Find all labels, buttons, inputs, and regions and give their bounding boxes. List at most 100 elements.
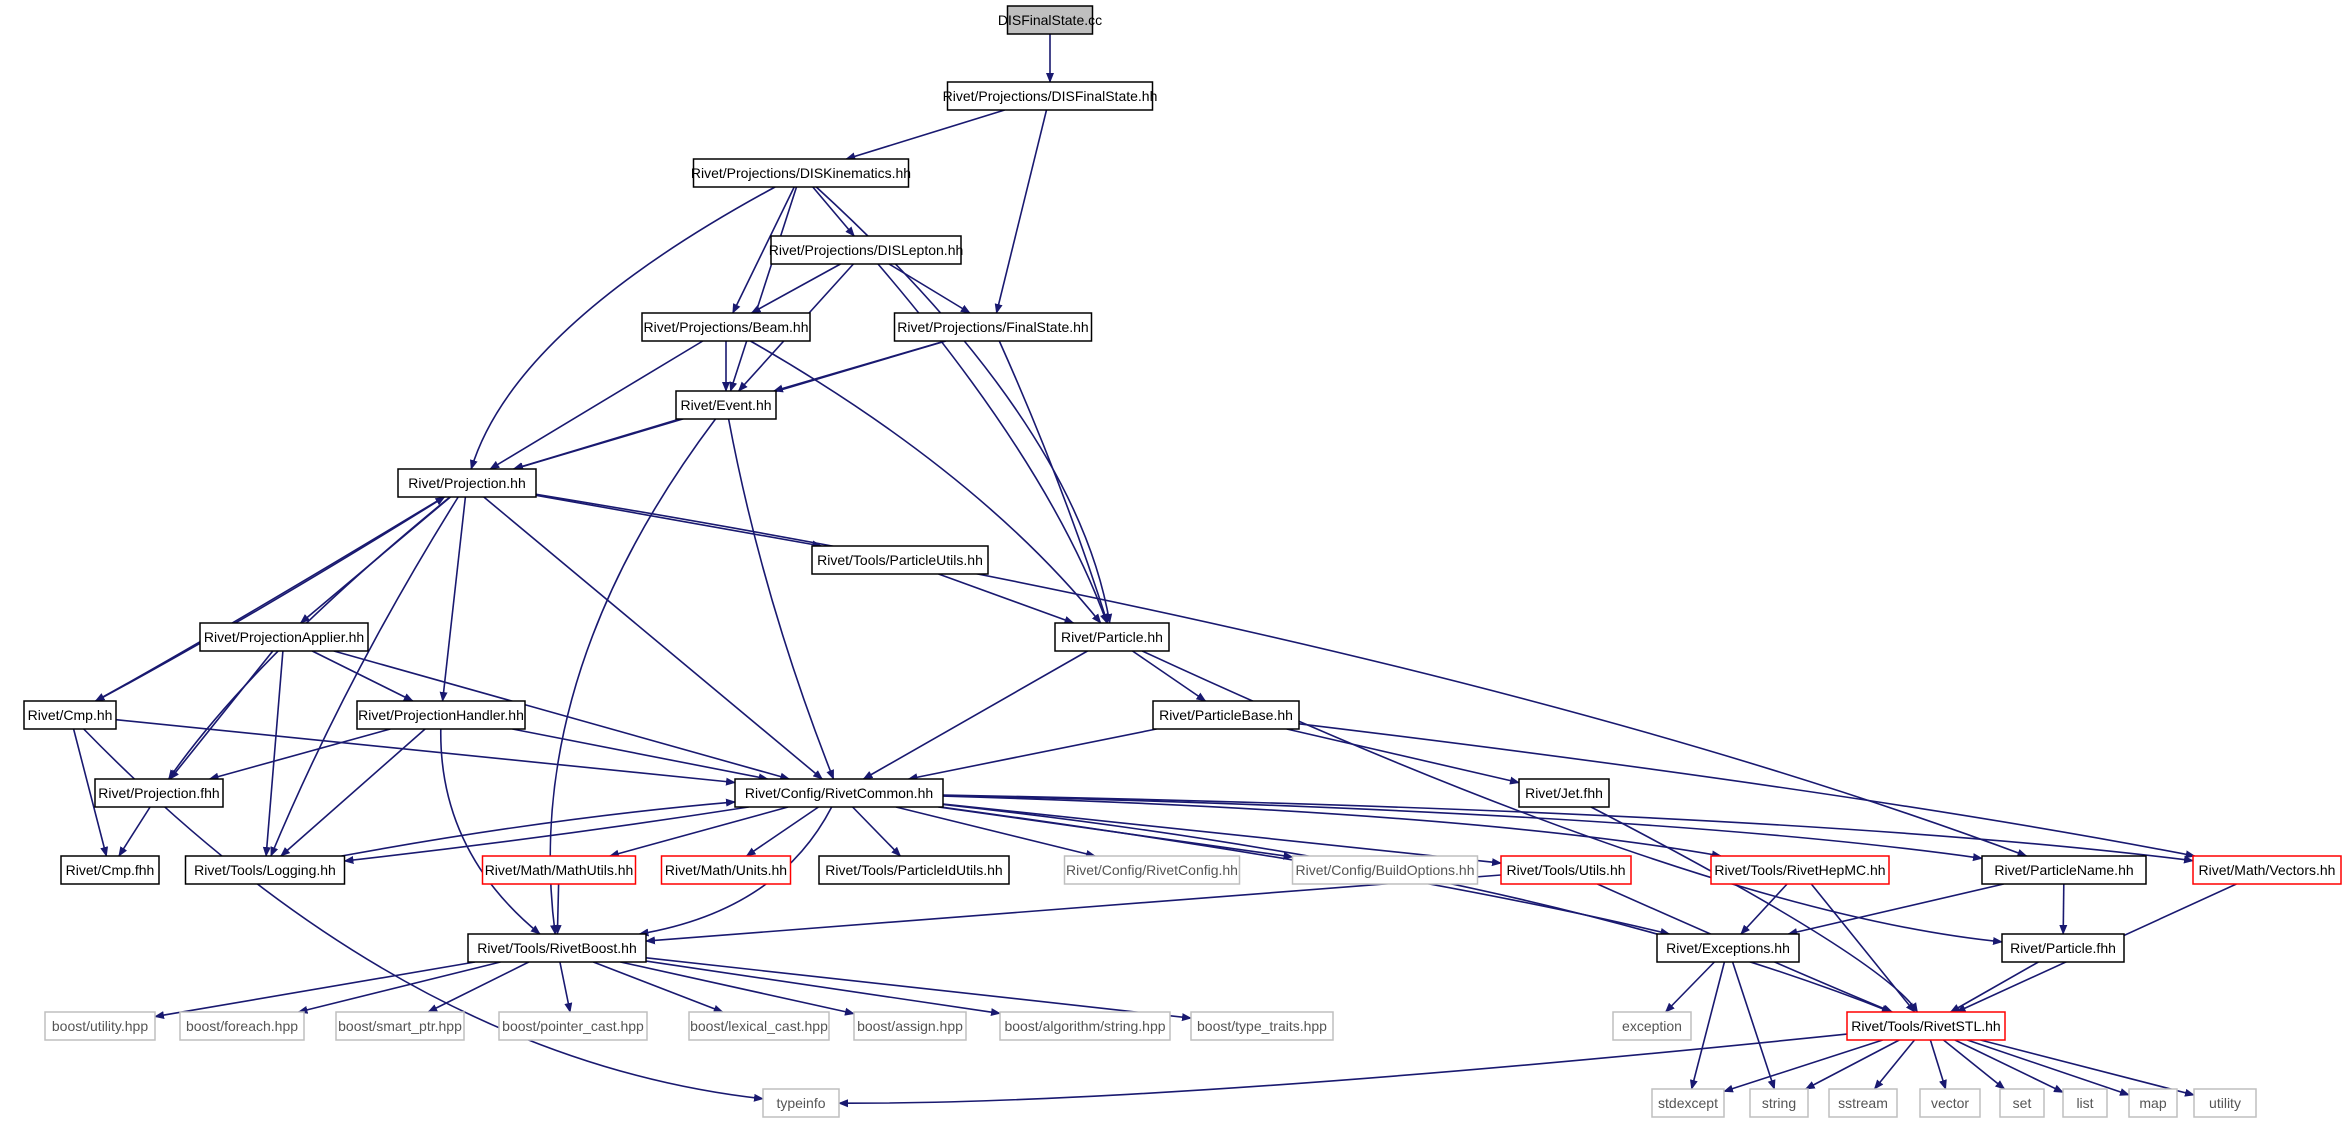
edge-n24-n28 (645, 874, 1502, 945)
graph-node-n5[interactable]: Rivet/Projections/FinalState.hh (893, 312, 1093, 342)
graph-node-n6[interactable]: Rivet/Event.hh (675, 390, 777, 420)
edge-n13-n27 (1298, 723, 2196, 859)
node-box (762, 1088, 840, 1118)
graph-node-n4[interactable]: Rivet/Projections/Beam.hh (641, 312, 811, 342)
edge-n15-n17 (118, 806, 151, 857)
graph-node-n41: typeinfo (762, 1088, 840, 1118)
edge-n10-n12 (311, 650, 414, 702)
edge-n3-n5 (888, 263, 971, 314)
graph-node-n7[interactable]: Rivet/Projection.hh (397, 468, 537, 498)
node-label: map (2139, 1095, 2166, 1111)
graph-node-n21[interactable]: Rivet/Tools/ParticleIdUtils.hh (818, 855, 1010, 885)
edge-n3-n4 (750, 263, 841, 314)
edge-n29-n42 (1689, 961, 1726, 1090)
edge-n16-n28 (638, 806, 833, 937)
graph-node-n29[interactable]: Rivet/Exceptions.hh (1656, 933, 1800, 963)
node-box (2128, 1088, 2178, 1118)
graph-node-n11[interactable]: Rivet/Cmp.hh (23, 700, 117, 730)
node-box (1612, 1011, 1692, 1041)
node-label: boost/assign.hpp (857, 1018, 963, 1034)
node-box (2193, 1088, 2257, 1118)
node-label: Rivet/Tools/RivetBoost.hh (477, 940, 637, 956)
graph-node-n24[interactable]: Rivet/Tools/Utils.hh (1500, 855, 1632, 885)
edge-n16-n25 (942, 795, 1722, 859)
node-box (498, 1011, 648, 1041)
node-box (1063, 855, 1241, 885)
nodes-layer: DISFinalState.ccRivet/Projections/DISFin… (23, 5, 2342, 1118)
graph-node-n1[interactable]: Rivet/Projections/DISFinalState.hh (943, 81, 1158, 111)
graph-node-n20[interactable]: Rivet/Math/Units.hh (660, 855, 792, 885)
node-box (811, 545, 989, 575)
graph-node-n27[interactable]: Rivet/Math/Vectors.hh (2192, 855, 2342, 885)
edge-n10-n18 (262, 650, 284, 857)
node-label: Rivet/Event.hh (680, 397, 771, 413)
edge-n28-n32 (297, 961, 501, 1014)
graph-node-n18[interactable]: Rivet/Tools/Logging.hh (184, 855, 346, 885)
graph-node-n30[interactable]: Rivet/Particle.fhh (2001, 933, 2125, 963)
graph-node-n25[interactable]: Rivet/Tools/RivetHepMC.hh (1710, 855, 1890, 885)
node-label: Rivet/ParticleBase.hh (1159, 707, 1293, 723)
edge-n9-n30 (1141, 650, 2003, 945)
node-box (1006, 5, 1094, 35)
node-box (2001, 933, 2125, 963)
graph-node-n14[interactable]: Rivet/Jet.fhh (1518, 778, 1610, 808)
node-box (1846, 1011, 2006, 1041)
edge-n14-n40 (1590, 806, 1919, 1013)
graph-node-n26[interactable]: Rivet/ParticleName.hh (1981, 855, 2147, 885)
graph-node-n13[interactable]: Rivet/ParticleBase.hh (1152, 700, 1300, 730)
node-label: Rivet/Tools/RivetHepMC.hh (1714, 862, 1885, 878)
edge-n11-n16 (115, 718, 736, 786)
edge-n28-n36 (620, 961, 855, 1016)
node-label: Rivet/ParticleName.hh (1994, 862, 2133, 878)
edge-n6-n7 (512, 418, 680, 471)
edge-n18-n16 (341, 798, 736, 857)
node-label: Rivet/Projections/DISFinalState.hh (943, 88, 1158, 104)
node-box (1749, 1088, 1809, 1118)
node-label: Rivet/Tools/Utils.hh (1506, 862, 1625, 878)
edge-n9-n13 (1132, 650, 1207, 702)
edge-n9-n16 (862, 650, 1088, 780)
node-box (1518, 778, 1610, 808)
graph-node-n2[interactable]: Rivet/Projections/DISKinematics.hh (691, 158, 911, 188)
graph-node-n28[interactable]: Rivet/Tools/RivetBoost.hh (467, 933, 647, 963)
node-label: sstream (1838, 1095, 1888, 1111)
node-label: vector (1931, 1095, 1969, 1111)
graph-node-n15[interactable]: Rivet/Projection.fhh (94, 778, 224, 808)
node-box (481, 855, 637, 885)
node-label: Rivet/Cmp.fhh (66, 862, 155, 878)
node-box (1651, 1088, 1725, 1118)
edge-n28-n37 (645, 960, 1001, 1017)
graph-node-n17[interactable]: Rivet/Cmp.fhh (60, 855, 160, 885)
edge-n6-n16 (727, 418, 835, 780)
graph-node-n0[interactable]: DISFinalState.cc (998, 5, 1102, 35)
edge-n40-n49 (1980, 1039, 2195, 1097)
graph-node-n9[interactable]: Rivet/Particle.hh (1054, 622, 1170, 652)
graph-node-n3[interactable]: Rivet/Projections/DISLepton.hh (769, 235, 964, 265)
graph-node-n12[interactable]: Rivet/ProjectionHandler.hh (356, 700, 526, 730)
graph-node-n48: map (2128, 1088, 2178, 1118)
graph-node-n8[interactable]: Rivet/Tools/ParticleUtils.hh (811, 545, 989, 575)
node-label: Rivet/Tools/Logging.hh (194, 862, 336, 878)
graph-node-n16[interactable]: Rivet/Config/RivetCommon.hh (734, 778, 944, 808)
node-label: Rivet/Projections/DISKinematics.hh (691, 165, 911, 181)
edge-n28-n34 (559, 961, 573, 1013)
node-label: Rivet/Projections/DISLepton.hh (769, 242, 964, 258)
edge-n40-n43 (1804, 1039, 1900, 1090)
edge-n16-n26 (942, 794, 1983, 862)
graph-node-n38: boost/type_traits.hpp (1190, 1011, 1334, 1041)
graph-node-n40[interactable]: Rivet/Tools/RivetSTL.hh (1846, 1011, 2006, 1041)
node-box (688, 1011, 830, 1041)
edge-n16-n21 (852, 806, 902, 857)
node-label: Rivet/ProjectionHandler.hh (358, 707, 524, 723)
edge-n28-n38 (645, 957, 1192, 1022)
node-box (467, 933, 647, 963)
graph-node-n10[interactable]: Rivet/ProjectionApplier.hh (199, 622, 369, 652)
edge-n40-n46 (1942, 1039, 2006, 1090)
edge-n7-n18 (270, 496, 459, 857)
node-label: Rivet/Particle.fhh (2010, 940, 2116, 956)
node-box (1291, 855, 1479, 885)
node-box (946, 81, 1154, 111)
node-box (999, 1011, 1171, 1041)
graph-node-n19[interactable]: Rivet/Math/MathUtils.hh (481, 855, 637, 885)
